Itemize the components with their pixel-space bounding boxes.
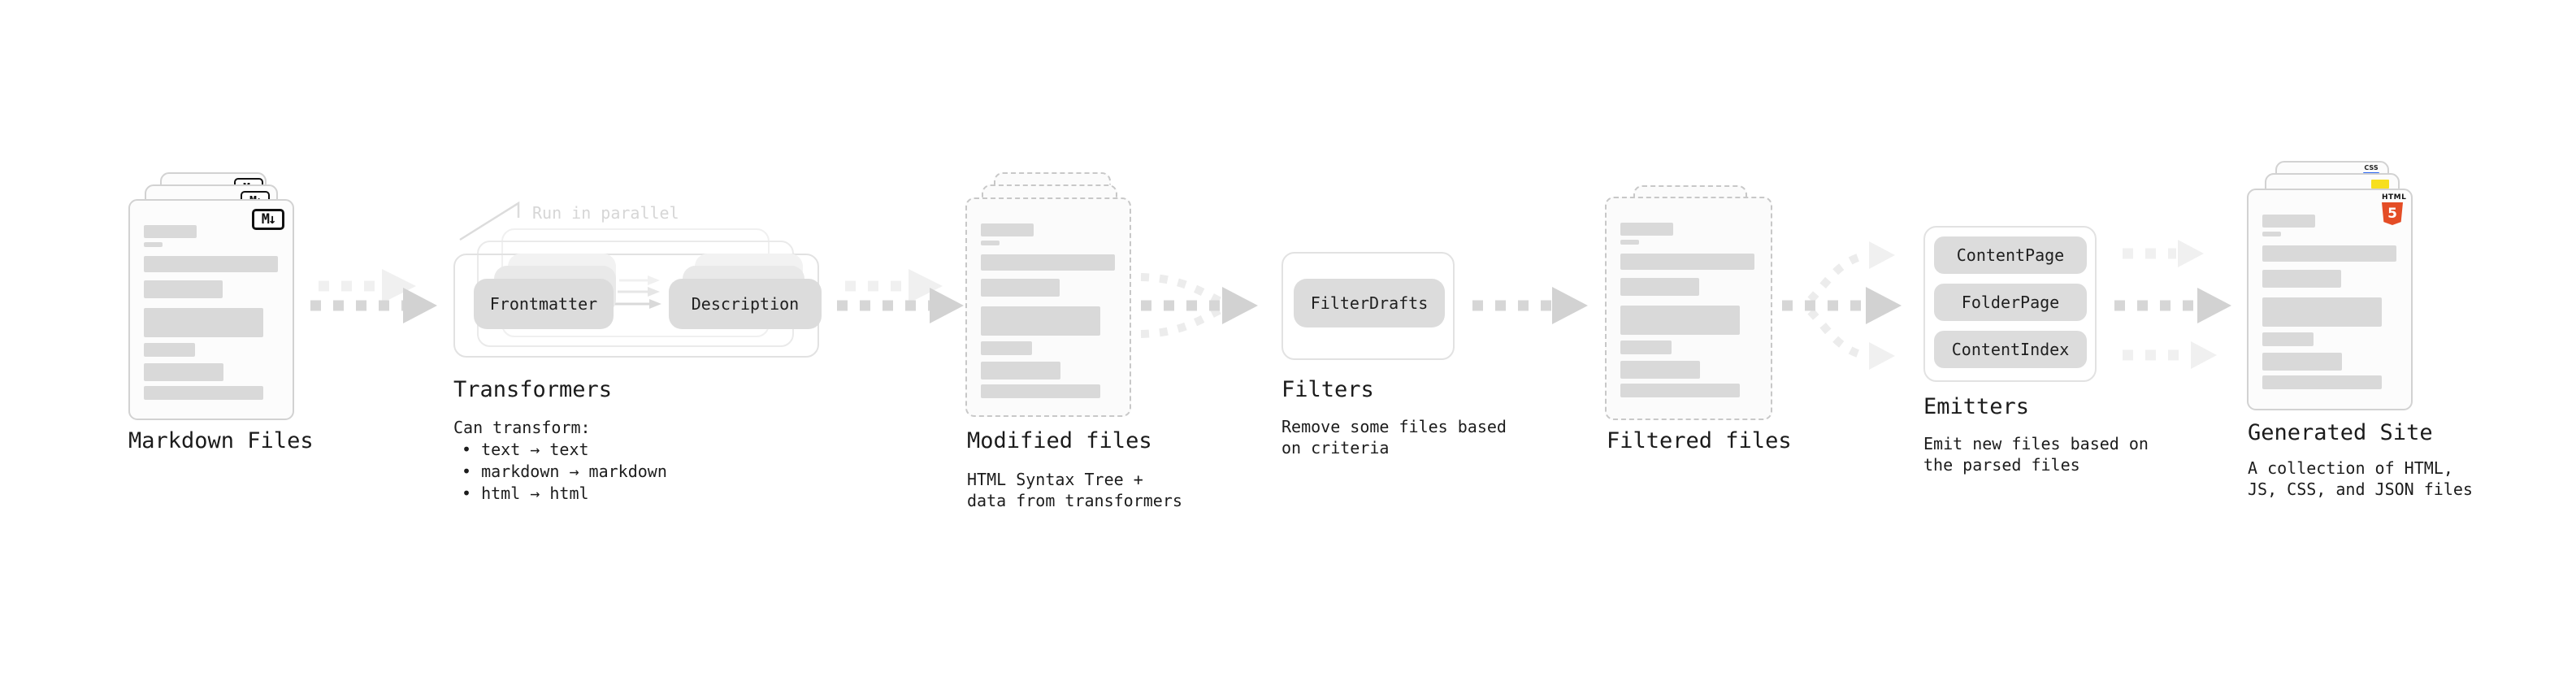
- desc-line: A collection of HTML,: [2248, 458, 2453, 478]
- skeleton-bar: [981, 254, 1115, 271]
- skeleton-bar: [144, 363, 223, 381]
- skeleton-bar: [1620, 278, 1699, 296]
- stage-label: Emitters: [1923, 394, 2030, 419]
- skeleton-bar: [2262, 375, 2382, 389]
- html5-icon: HTML 5: [2382, 194, 2406, 225]
- skeleton-bar: [2262, 215, 2315, 228]
- desc-title: Can transform:: [453, 418, 591, 437]
- desc-line: data from transformers: [967, 491, 1182, 510]
- file-card: [965, 197, 1131, 417]
- skeleton-bar: [2262, 332, 2314, 346]
- skeleton-bar: [981, 241, 1000, 245]
- skeleton-bar: [1620, 223, 1673, 236]
- markdown-icon: M↓: [252, 209, 284, 230]
- stage-label: Modified files: [967, 428, 1152, 453]
- skeleton-bar: [2262, 245, 2396, 262]
- stage-description: HTML Syntax Tree + data from transformer…: [967, 469, 1182, 511]
- desc-line: HTML Syntax Tree +: [967, 470, 1143, 489]
- skeleton-bar: [144, 343, 195, 357]
- desc-bullet: • text → text: [462, 440, 589, 459]
- desc-bullet: • markdown → markdown: [462, 462, 667, 481]
- stage-label: Filters: [1281, 377, 1374, 402]
- emitters-box: [1923, 226, 2097, 382]
- stage-description: Can transform: • text → text • markdown …: [453, 417, 667, 505]
- skeleton-bar: [2262, 297, 2382, 327]
- desc-bullet: • html → html: [462, 484, 589, 503]
- stage-label: Markdown Files: [128, 428, 314, 453]
- arrow-filters-to-filtered: [1472, 287, 1588, 324]
- emitter-pill: FolderPage: [1934, 284, 2087, 321]
- stage-description: Emit new files based on the parsed files: [1923, 433, 2149, 475]
- skeleton-bar: [981, 306, 1100, 336]
- skeleton-bar: [981, 279, 1060, 297]
- skeleton-bar: [1620, 361, 1700, 379]
- stage-label: Generated Site: [2248, 420, 2433, 445]
- skeleton-bar: [144, 386, 263, 400]
- filter-pill: FilterDrafts: [1294, 279, 1445, 327]
- filters-box: [1281, 252, 1455, 360]
- skeleton-bar: [1620, 254, 1754, 270]
- arrow-filtered-to-emitters-split: [1782, 241, 1902, 370]
- desc-line: JS, CSS, and JSON files: [2248, 479, 2473, 499]
- desc-line: Emit new files based on: [1923, 434, 2149, 453]
- arrow-markdown-to-transformers: [310, 269, 437, 323]
- arrow-modified-to-filters-merge: [1140, 273, 1258, 338]
- run-in-parallel-leader-line: [459, 201, 520, 241]
- skeleton-bar: [981, 341, 1032, 355]
- stage-label: Transformers: [453, 377, 613, 402]
- arrow-transformers-to-modified: [837, 269, 964, 323]
- run-in-parallel-note: Run in parallel: [532, 203, 679, 223]
- skeleton-bar: [1620, 384, 1740, 397]
- desc-line: Remove some files based: [1281, 417, 1507, 436]
- skeleton-bar: [1620, 240, 1639, 245]
- js-file-badge: [2371, 180, 2389, 189]
- arrow-frontmatter-to-description: [614, 275, 661, 309]
- skeleton-bar: [144, 242, 163, 247]
- stage-description: A collection of HTML, JS, CSS, and JSON …: [2248, 458, 2473, 500]
- stage-description: Remove some files based on criteria: [1281, 416, 1507, 458]
- file-card: [1605, 197, 1772, 420]
- arrow-emitters-to-site: [2114, 240, 2231, 369]
- file-card: M↓: [128, 199, 294, 420]
- skeleton-bar: [2262, 353, 2342, 371]
- skeleton-bar: [144, 308, 263, 337]
- transformer-output-pill: Description: [669, 279, 822, 329]
- skeleton-bar: [144, 225, 197, 238]
- skeleton-bar: [981, 223, 1034, 236]
- transformer-input-pill: Frontmatter: [474, 279, 614, 329]
- desc-line: the parsed files: [1923, 455, 2080, 475]
- skeleton-bar: [2262, 232, 2281, 236]
- skeleton-bar: [144, 256, 278, 272]
- file-card: HTML 5: [2247, 189, 2413, 410]
- skeleton-bar: [1620, 306, 1740, 335]
- emitter-pill: ContentPage: [1934, 236, 2087, 274]
- stage-label: Filtered files: [1607, 428, 1792, 453]
- skeleton-bar: [981, 384, 1100, 398]
- skeleton-bar: [981, 362, 1060, 380]
- skeleton-bar: [2262, 270, 2341, 288]
- desc-line: on criteria: [1281, 438, 1390, 458]
- skeleton-bar: [1620, 340, 1672, 354]
- emitter-pill: ContentIndex: [1934, 331, 2087, 368]
- skeleton-bar: [144, 280, 223, 298]
